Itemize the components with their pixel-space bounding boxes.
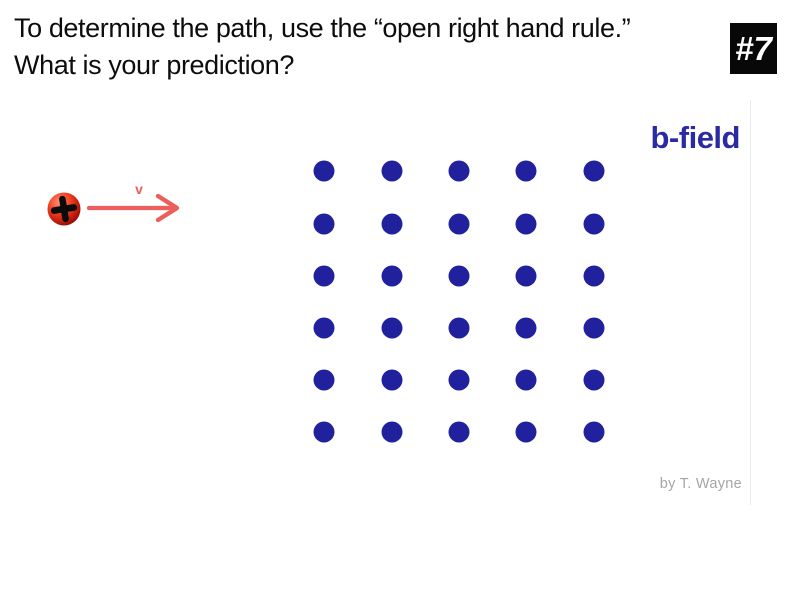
field-dot: [515, 369, 537, 391]
field-dot: [583, 213, 605, 235]
field-dot: [381, 265, 403, 287]
title-line-2: What is your prediction?: [14, 50, 295, 80]
slide-number-badge: #7: [730, 23, 777, 74]
attribution: by T. Wayne: [659, 476, 742, 492]
field-dot: [313, 317, 335, 339]
field-dot: [583, 421, 605, 443]
field-image-edge-line: [750, 100, 751, 505]
field-dot: [313, 160, 335, 182]
field-dot: [515, 265, 537, 287]
velocity-arrow: [86, 193, 180, 223]
field-dot: [515, 213, 537, 235]
field-dot: [313, 369, 335, 391]
field-dot: [313, 213, 335, 235]
field-dot: [583, 265, 605, 287]
field-dot: [381, 160, 403, 182]
field-dot: [381, 317, 403, 339]
field-dot: [448, 160, 470, 182]
field-dot: [448, 369, 470, 391]
positive-charge: [47, 192, 81, 226]
field-dot: [515, 160, 537, 182]
b-field-label: b-field: [650, 120, 741, 155]
field-dot: [515, 317, 537, 339]
slide-title: To determine the path, use the “open rig…: [14, 10, 631, 84]
field-dot: [448, 317, 470, 339]
field-dot: [515, 421, 537, 443]
field-dot: [313, 421, 335, 443]
field-dot: [448, 213, 470, 235]
field-dot: [583, 317, 605, 339]
title-line-1: To determine the path, use the “open rig…: [14, 13, 631, 43]
field-dot: [381, 369, 403, 391]
plus-icon: [50, 195, 78, 223]
velocity-arrow-head: [155, 193, 180, 223]
field-dot: [381, 421, 403, 443]
velocity-label: v: [135, 181, 143, 197]
field-dot: [583, 369, 605, 391]
field-dot: [313, 265, 335, 287]
field-dot: [448, 265, 470, 287]
field-dot: [381, 213, 403, 235]
field-dot: [583, 160, 605, 182]
field-dot: [448, 421, 470, 443]
